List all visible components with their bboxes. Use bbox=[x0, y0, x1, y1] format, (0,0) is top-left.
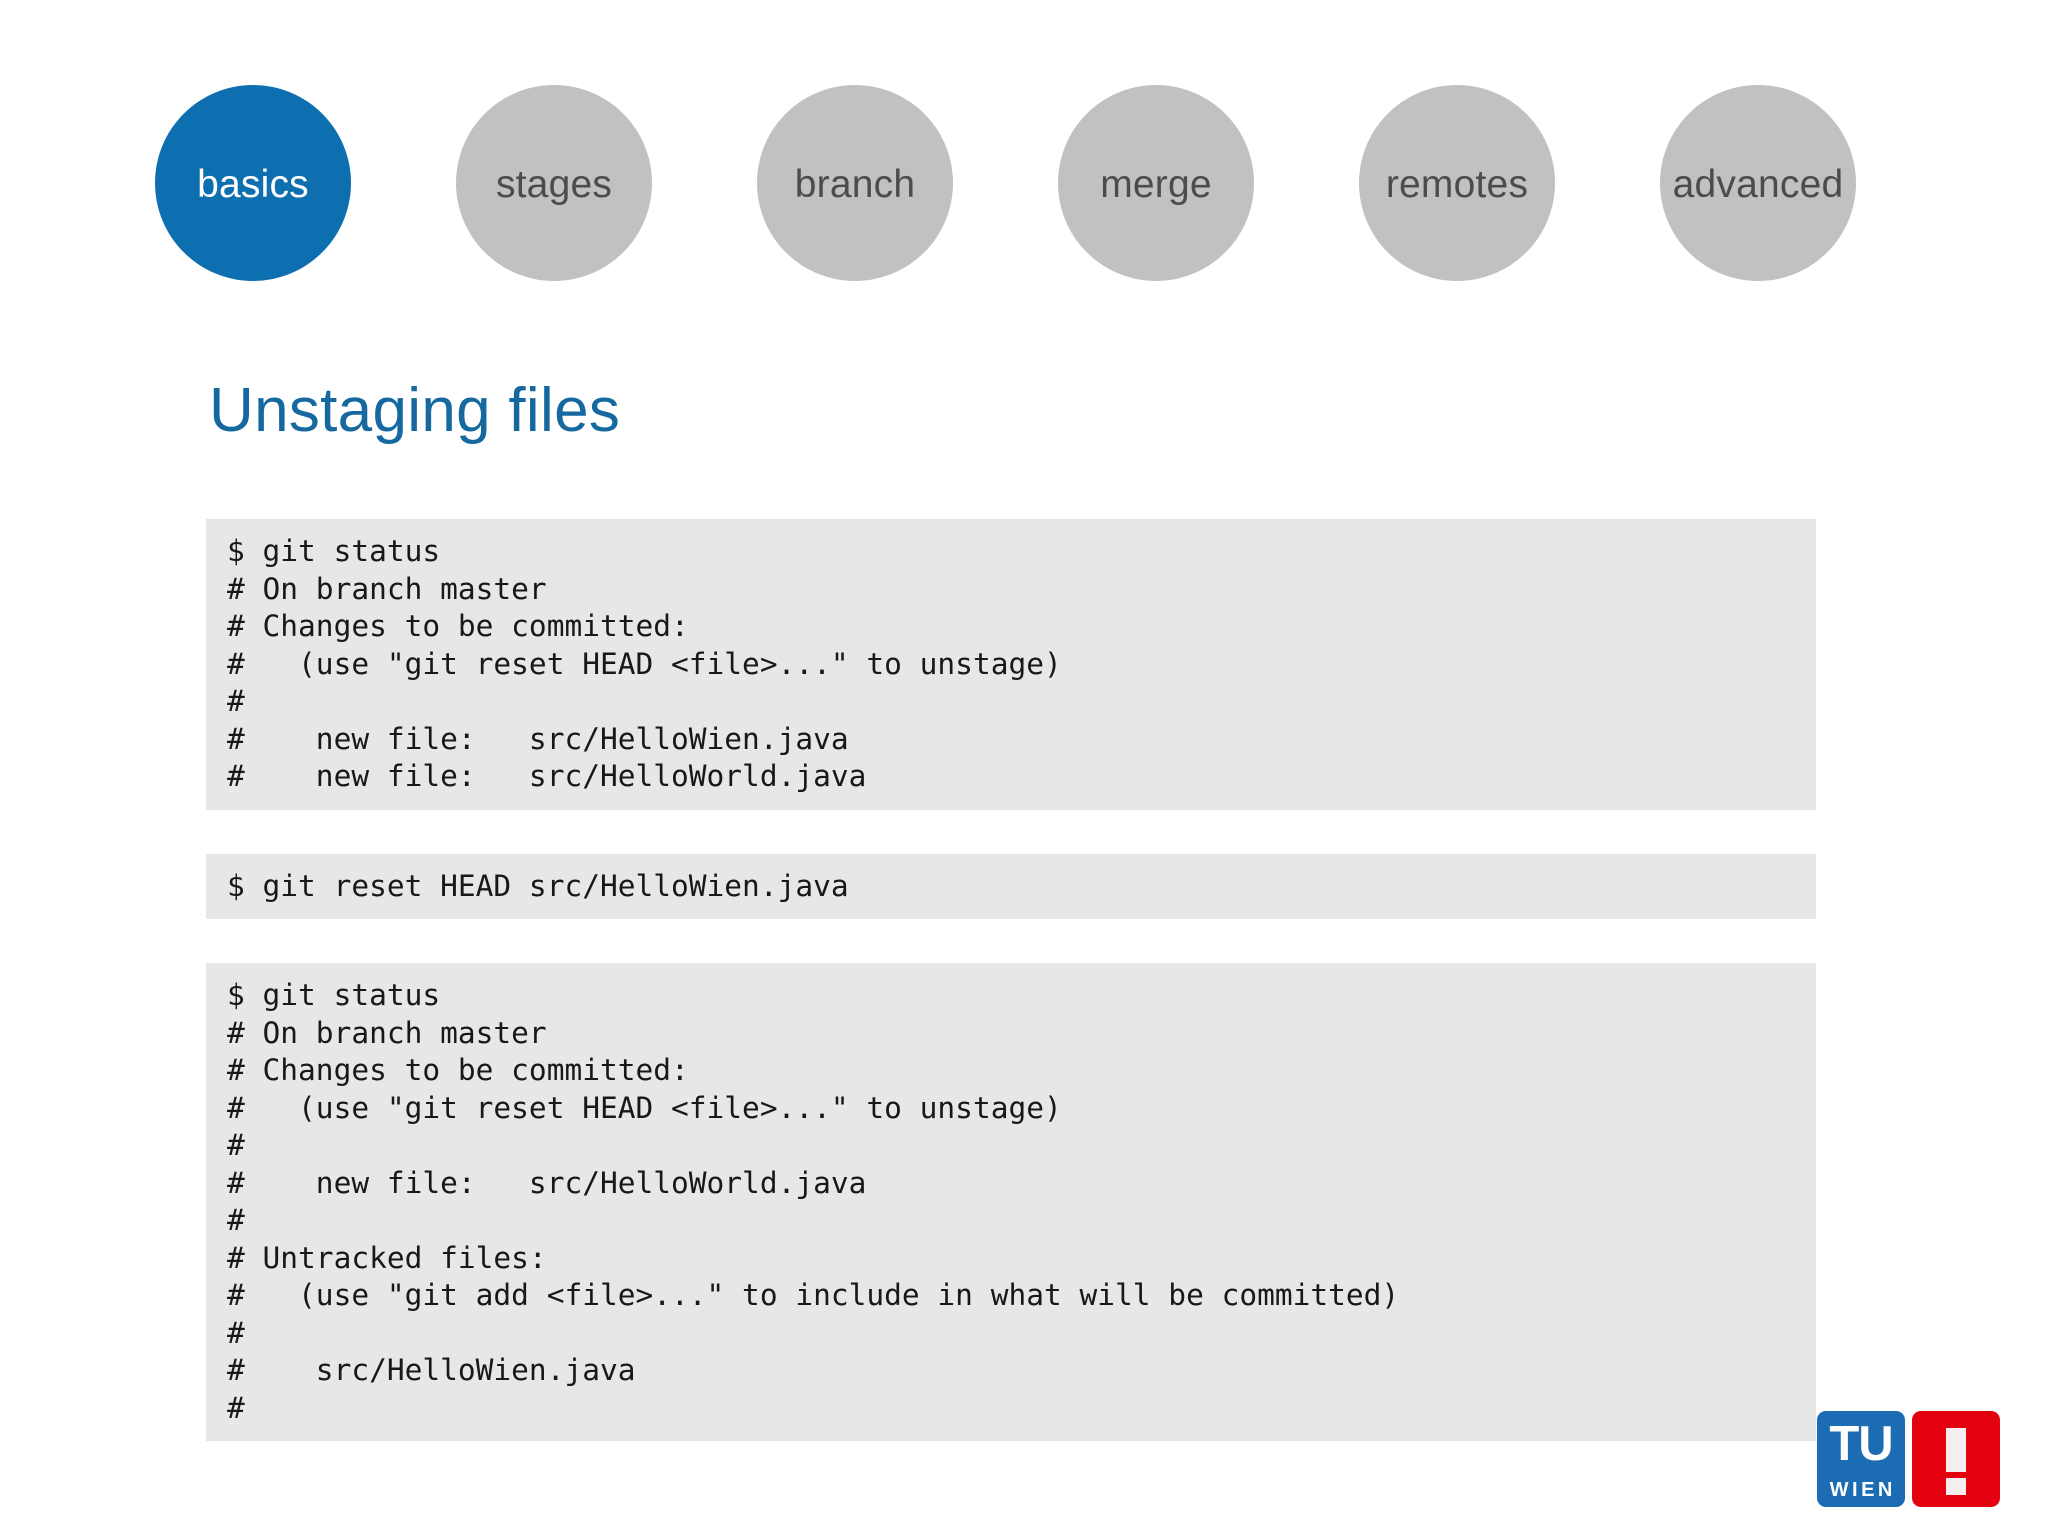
tu-wien-logo-tu-text: TU bbox=[1829, 1417, 1893, 1471]
nav-circle-remotes[interactable]: remotes bbox=[1359, 85, 1555, 281]
code-line: # On branch master bbox=[227, 1015, 547, 1050]
nav-circle-stages[interactable]: stages bbox=[456, 85, 652, 281]
code-line: $ git status bbox=[227, 534, 441, 568]
code-line: # (use "git reset HEAD <file>..." to uns… bbox=[227, 1090, 1062, 1125]
nav-circle-label: basics bbox=[197, 162, 309, 206]
code-line: # src/HelloWien.java bbox=[227, 1353, 636, 1387]
code-line: # Changes to be committed: bbox=[227, 609, 689, 643]
chapter-nav: basics stages branch merge remotes advanced bbox=[155, 85, 1856, 281]
tu-wien-logo-blue-tile: TU WIEN bbox=[1817, 1411, 1905, 1507]
code-block-git-status-before: $ git status# On branch master# Changes … bbox=[206, 519, 1816, 810]
code-line: # bbox=[227, 1315, 245, 1350]
code-line: # bbox=[227, 684, 245, 718]
code-block-list: $ git status# On branch master# Changes … bbox=[206, 519, 1816, 1441]
nav-circle-label: advanced bbox=[1672, 162, 1844, 206]
code-block-git-status-after: $ git status# On branch master# Changes … bbox=[206, 963, 1816, 1441]
nav-circle-label: remotes bbox=[1385, 162, 1529, 206]
exclamation-icon-dot bbox=[1946, 1478, 1966, 1495]
code-line: # new file: src/HelloWien.java bbox=[227, 721, 849, 756]
nav-circle-label: stages bbox=[495, 162, 613, 206]
code-line: # bbox=[227, 1128, 245, 1162]
code-line: # bbox=[227, 1203, 245, 1237]
code-line: # Untracked files: bbox=[227, 1240, 547, 1275]
code-line: # On branch master bbox=[227, 571, 547, 606]
tu-wien-logo: TU WIEN bbox=[1817, 1411, 2000, 1507]
nav-circle-label: merge bbox=[1100, 162, 1212, 206]
code-block-git-reset-command: $ git reset HEAD src/HelloWien.java bbox=[206, 853, 1816, 919]
nav-circle-advanced[interactable]: advanced bbox=[1660, 85, 1856, 281]
nav-circle-label: branch bbox=[794, 162, 916, 206]
code-line: $ git status bbox=[227, 978, 441, 1012]
tu-wien-logo-wien-text: WIEN bbox=[1829, 1479, 1896, 1501]
nav-circle-merge[interactable]: merge bbox=[1058, 85, 1254, 281]
code-line: # new file: src/HelloWorld.java bbox=[227, 759, 867, 793]
nav-circle-branch[interactable]: branch bbox=[757, 85, 953, 281]
code-line: # (use "git reset HEAD <file>..." to uns… bbox=[227, 646, 1062, 681]
code-line: # bbox=[227, 1390, 245, 1425]
page-title: Unstaging files bbox=[209, 376, 621, 445]
nav-circle-basics[interactable]: basics bbox=[155, 85, 351, 281]
code-line: $ git reset HEAD src/HelloWien.java bbox=[227, 868, 849, 903]
code-line: # Changes to be committed: bbox=[227, 1053, 689, 1087]
tu-wien-logo-red-tile bbox=[1912, 1411, 2000, 1507]
exclamation-icon-bar bbox=[1946, 1428, 1966, 1472]
code-line: # new file: src/HelloWorld.java bbox=[227, 1165, 867, 1200]
code-line: # (use "git add <file>..." to include in… bbox=[227, 1278, 1400, 1312]
